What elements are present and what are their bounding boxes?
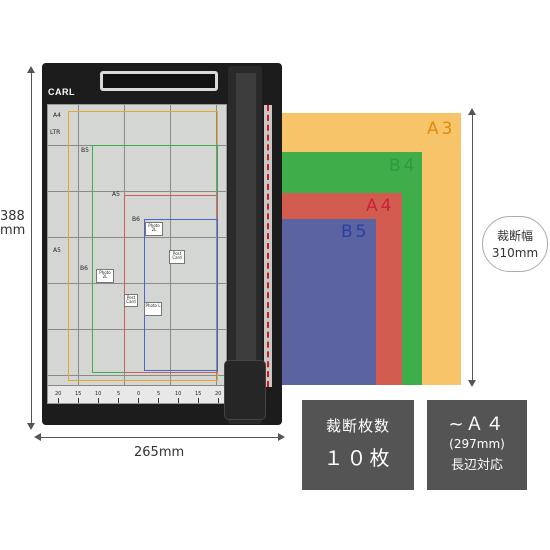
ruler-number: 15 [195, 391, 202, 397]
paper-b4-label: B4 [389, 156, 418, 176]
brand-logo: CARL [48, 87, 75, 97]
ruler-number: 15 [75, 391, 82, 397]
cut-width-value: 310mm [491, 246, 539, 260]
cutting-board: A4 LTR B5 A5 B6 A5 B6 Photo 2L Post Card… [47, 104, 227, 404]
grid-line [216, 105, 217, 403]
paper-cutter: CARL A4 LTR B5 A5 B6 A5 B6 Photo 2L Post… [42, 63, 282, 425]
photo-marker: Photo 2L [145, 222, 163, 236]
grid-line [48, 329, 226, 330]
width-label: 265mm [134, 445, 185, 460]
ruler-number: 5 [157, 391, 161, 397]
paper-size-length: (297mm) [449, 437, 505, 451]
grid-line [48, 191, 226, 192]
paper-size-box: ~Ａ４ (297mm) 長辺対応 [427, 400, 527, 490]
cut-line [267, 105, 269, 387]
ruler-number: 20 [215, 391, 222, 397]
paper-b5-label: B5 [341, 222, 370, 242]
paper-b5 [280, 219, 376, 385]
height-unit: mm [0, 223, 26, 239]
ruler-number: 0 [137, 391, 141, 397]
grid-line [78, 105, 79, 403]
guide-b6 [144, 219, 218, 371]
board-label-a4: A4 [53, 112, 61, 119]
rail-track [236, 73, 256, 413]
board-label-b6-2: B6 [80, 265, 88, 272]
ruler-number: 20 [55, 391, 62, 397]
paper-a3-label: A3 [427, 119, 456, 139]
cut-width-line [472, 113, 473, 385]
height-value: 388 [0, 209, 25, 224]
board-label-a5-2: A5 [53, 247, 61, 254]
paper-a4-label: A4 [366, 196, 395, 216]
ruler: 20 15 10 5 0 5 10 15 20 [48, 385, 226, 403]
height-label: 388 mm [0, 208, 26, 241]
postcard-marker: Post Card [169, 250, 185, 264]
board-label-ltr: LTR [50, 129, 61, 136]
sheets-capacity-title: 裁断枚数 [325, 417, 390, 435]
photo-marker: Photo 2L [96, 269, 114, 283]
blade-slider[interactable] [224, 360, 266, 420]
arrow-down-icon [27, 423, 35, 430]
paper-size-title: ~Ａ４ [448, 414, 506, 435]
photo-marker: Photo L [144, 302, 162, 316]
sheets-capacity-value: １０枚 [323, 446, 393, 470]
grid-line [48, 283, 226, 284]
postcard-marker: Post Card [124, 294, 138, 307]
board-label-b6: B6 [132, 216, 140, 223]
arrow-down-icon [468, 380, 476, 387]
arrow-up-icon [468, 108, 476, 115]
carry-handle [100, 71, 218, 91]
arrow-left-icon [34, 433, 41, 441]
ruler-number: 10 [175, 391, 182, 397]
height-line [31, 72, 32, 425]
width-line [40, 437, 280, 438]
ruler-number: 10 [95, 391, 102, 397]
arrow-right-icon [278, 433, 285, 441]
arrow-up-icon [27, 66, 35, 73]
cut-width-badge: 裁断幅 310mm [482, 216, 548, 272]
paper-size-note: 長辺対応 [450, 458, 503, 473]
cut-width-title: 裁断幅 [496, 229, 533, 243]
sheets-capacity-box: 裁断枚数 １０枚 [302, 400, 414, 490]
board-label-b5: B5 [81, 147, 89, 154]
grid-line [48, 237, 226, 238]
grid-line [48, 375, 226, 376]
ruler-number: 5 [117, 391, 121, 397]
board-label-a5: A5 [112, 191, 120, 198]
